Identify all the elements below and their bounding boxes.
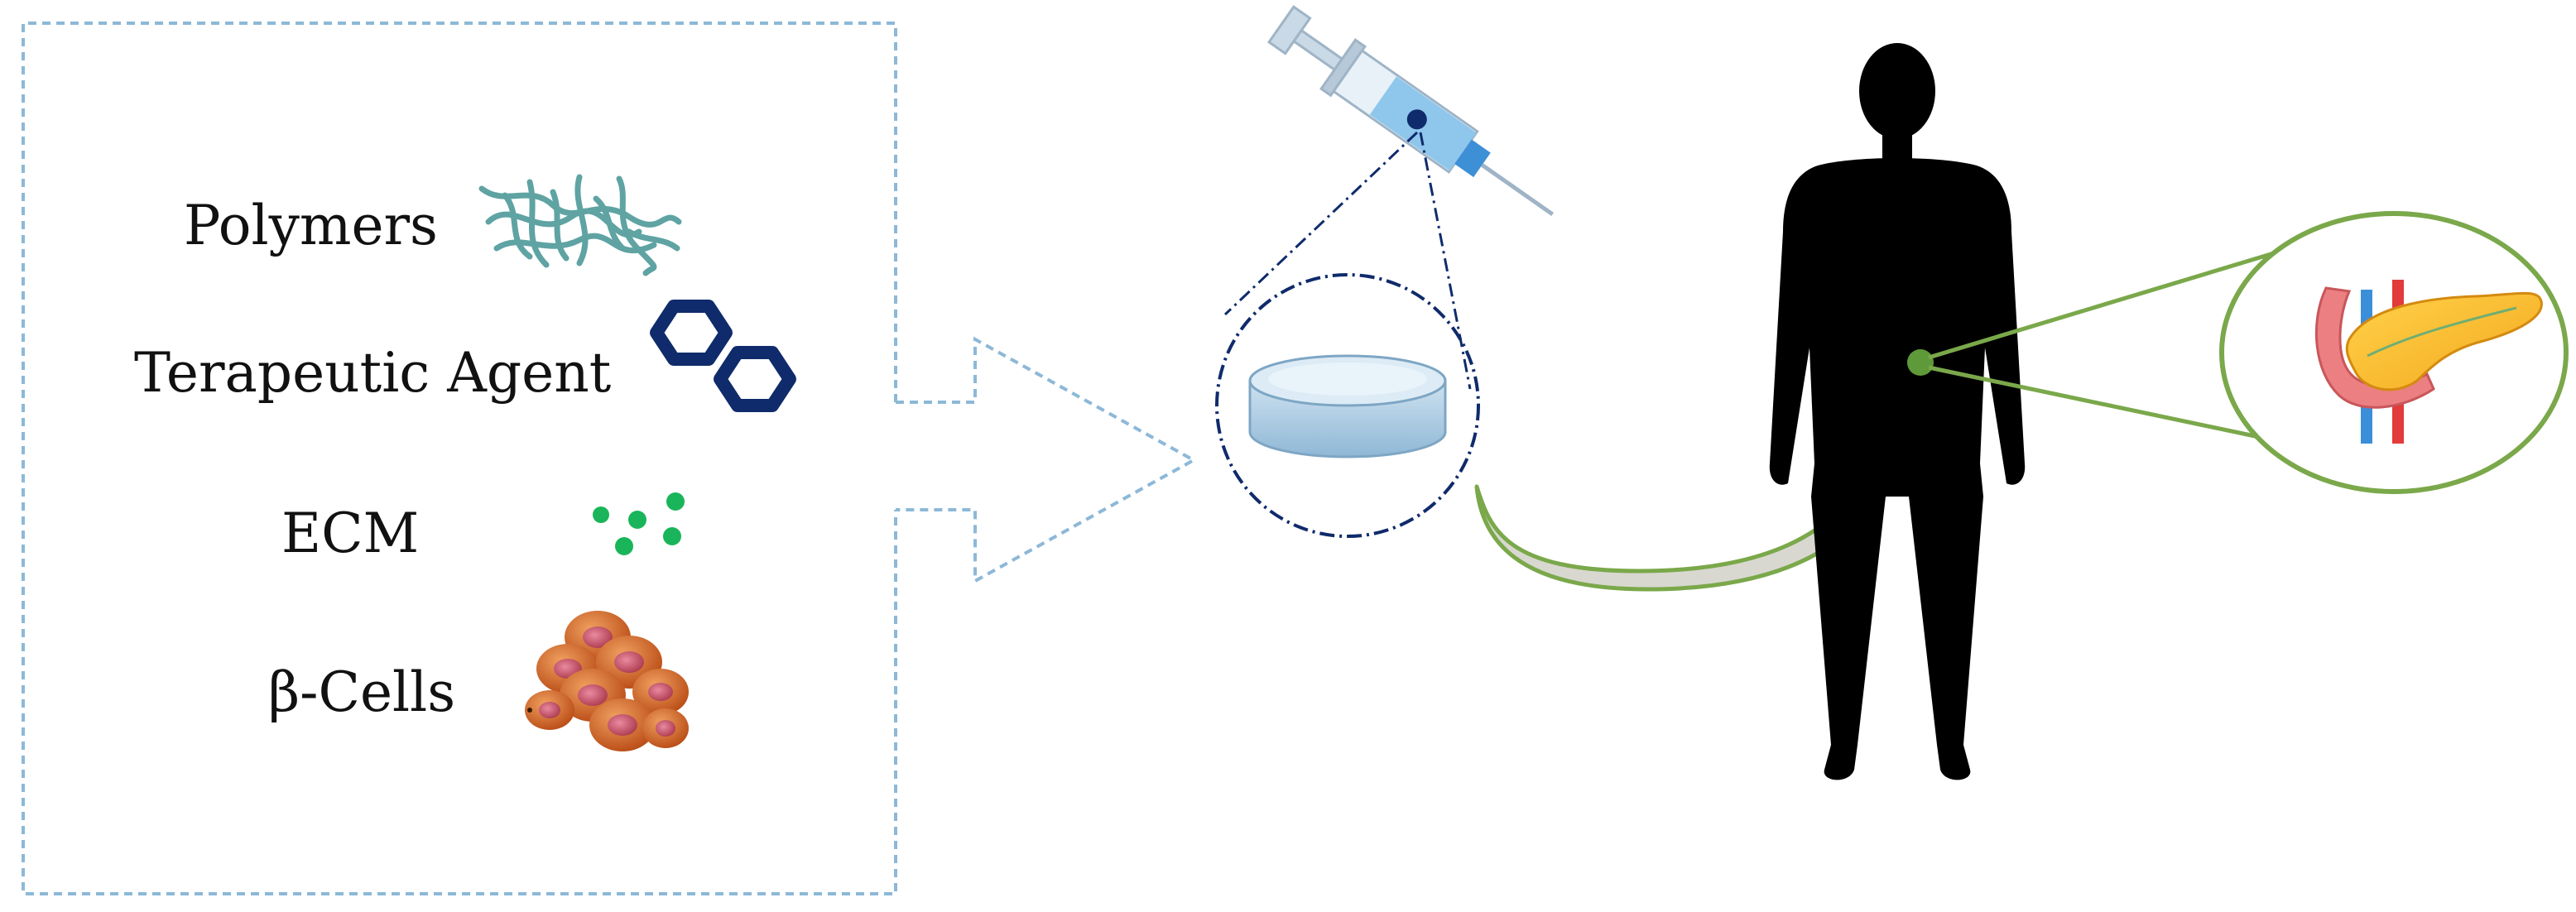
- polymer-fibers-icon: [478, 174, 682, 276]
- ecm-label: ECM: [281, 502, 420, 565]
- ingredients-box: [22, 22, 897, 895]
- hydrogel-disc-icon: [1248, 354, 1447, 458]
- focus-lines: [1223, 131, 1472, 390]
- polymers-label: Polymers: [184, 194, 438, 257]
- hexagon-molecule-icon: [650, 300, 796, 412]
- beta-cells-label: β-Cells: [268, 660, 456, 724]
- target-site-marker: [1907, 242, 2302, 443]
- pancreas-icon: [2314, 280, 2543, 444]
- flow-arrow: [896, 336, 1198, 584]
- beta-cell-cluster-icon: [525, 611, 689, 751]
- human-silhouette-icon: [1769, 43, 2026, 780]
- therapeutic-agent-label: Terapeutic Agent: [134, 341, 612, 405]
- green-dots-icon: [593, 492, 685, 555]
- syringe-icon: [1266, 5, 1555, 217]
- scaffold-focus-ring: [1215, 273, 1480, 538]
